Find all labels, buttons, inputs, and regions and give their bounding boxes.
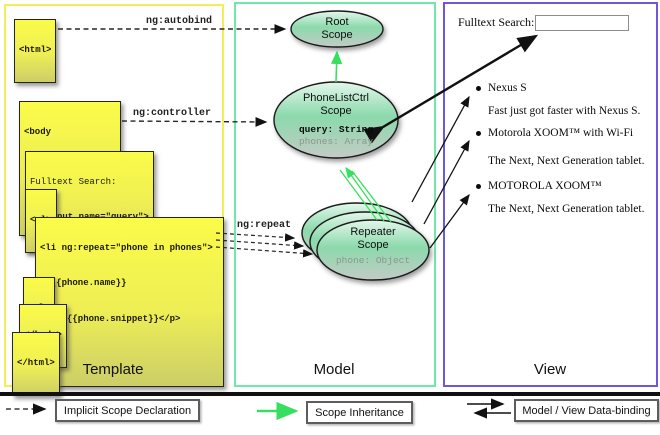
- root-scope-line2: Scope: [321, 28, 353, 41]
- code-line: <li ng:repeat="phone in phones">: [40, 243, 213, 254]
- legend-separator-line: [0, 392, 660, 396]
- bullet-icon: [476, 86, 481, 91]
- view-item-snippet: The Next, Next Generation tablet.: [488, 155, 645, 167]
- view-column-title: View: [533, 361, 567, 378]
- phonelistctrl-scope-label: PhoneListCtrl Scope query: String phones…: [276, 92, 396, 148]
- code-line: <html>: [19, 45, 52, 56]
- bullet-icon: [476, 131, 481, 136]
- view-panel: [443, 2, 658, 387]
- model-panel: [234, 2, 436, 387]
- code-line: {{phone.name}}: [40, 278, 127, 289]
- ng-autobind-label: ng:autobind: [146, 16, 213, 27]
- template-column-title: Template: [82, 361, 144, 378]
- fulltext-search-label: Fulltext Search:: [458, 15, 535, 29]
- repeater-line2: Scope: [357, 238, 389, 251]
- view-item-snippet: The Next, Next Generation tablet.: [488, 203, 645, 215]
- code-box-li-repeat: <li ng:repeat="phone in phones"> {{phone…: [35, 217, 224, 387]
- view-item-title[interactable]: MOTOROLA XOOM™: [488, 180, 602, 192]
- bullet-icon: [476, 184, 481, 189]
- view-item-title[interactable]: Motorola XOOM™ with Wi-Fi: [488, 127, 634, 139]
- code-box-html-open: <html>: [14, 19, 57, 84]
- root-scope-label: Root Scope: [292, 16, 382, 41]
- fulltext-search-input[interactable]: [535, 15, 629, 31]
- phonelistctrl-line2: Scope: [320, 104, 352, 117]
- code-line: Fulltext Search:: [30, 177, 117, 188]
- legend-databinding-label: Model / View Data-binding: [522, 404, 651, 417]
- repeater-scope-label: Repeater Scope phone: Object: [318, 226, 428, 267]
- query-property: query: String: [298, 124, 374, 136]
- legend-inheritance-label: Scope Inheritance: [315, 406, 404, 419]
- code-line: <body: [24, 127, 52, 138]
- code-line: <p>{{phone.snippet}}</p>: [40, 313, 181, 324]
- legend-databinding-box: Model / View Data-binding: [514, 399, 659, 422]
- legend-implicit-label: Implicit Scope Declaration: [63, 404, 192, 417]
- legend-inheritance-box: Scope Inheritance: [306, 401, 413, 424]
- code-line: </li>: [40, 349, 219, 361]
- code-box-html-close: </html>: [12, 332, 60, 397]
- root-scope-line1: Root: [325, 16, 349, 28]
- phone-property: phone: Object: [335, 255, 411, 267]
- phones-property: phones: Array: [298, 136, 374, 148]
- phonelistctrl-line1: PhoneListCtrl: [302, 92, 370, 104]
- ng-repeat-label: ng:repeat: [237, 220, 292, 231]
- view-item-snippet: Fast just got faster with Nexus S.: [488, 105, 641, 117]
- code-line: </html>: [17, 358, 55, 369]
- legend-implicit-box: Implicit Scope Declaration: [55, 399, 200, 422]
- model-column-title: Model: [313, 361, 355, 378]
- repeater-line1: Repeater: [350, 226, 396, 238]
- view-item-title[interactable]: Nexus S: [488, 82, 527, 94]
- ng-controller-label: ng:controller: [133, 108, 212, 119]
